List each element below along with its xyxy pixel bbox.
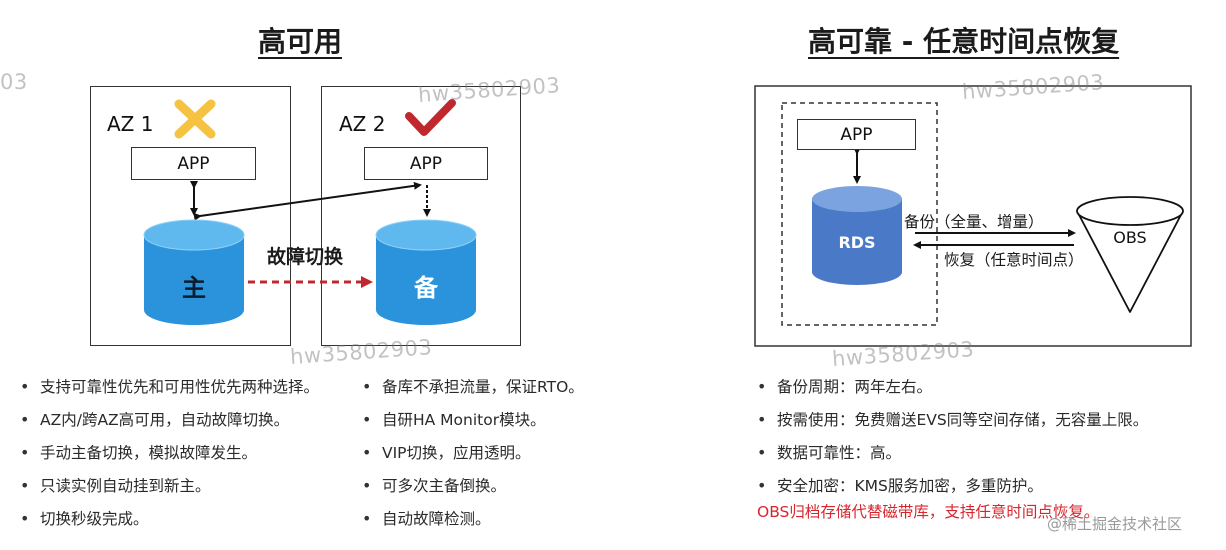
right-panel-title: 高可靠 - 任意时间点恢复 (808, 25, 1120, 58)
reliability-box (754, 85, 1192, 347)
obs-highlight-note: OBS归档存储代替磁带库，支持任意时间点恢复。 (757, 503, 1100, 521)
restore-label: 恢复（任意时间点） (944, 251, 1084, 269)
list-item: AZ内/跨AZ高可用，自动故障切换。 (18, 409, 319, 442)
rds-db-label: RDS (838, 233, 876, 252)
ha-features-list-2: 备库不承担流量，保证RTO。 自研HA Monitor模块。 VIP切换，应用透… (360, 376, 584, 541)
backup-label: 备份（全量、增量） (904, 213, 1044, 231)
obs-label: OBS (1113, 228, 1147, 247)
watermark-partial: 03 (0, 70, 28, 94)
list-item: 按需使用：免费赠送EVS同等空间存储，无容量上限。 (755, 409, 1148, 442)
ha-features-list-1: 支持可靠性优先和可用性优先两种选择。 AZ内/跨AZ高可用，自动故障切换。 手动… (18, 376, 319, 541)
left-panel-title: 高可用 (258, 25, 343, 58)
list-item: 可多次主备倒换。 (360, 475, 584, 508)
standby-db-cylinder (375, 219, 477, 325)
obs-cone (1076, 196, 1184, 313)
primary-db-label: 主 (182, 274, 206, 302)
list-item: VIP切换，应用透明。 (360, 442, 584, 475)
standby-db-label: 备 (414, 274, 438, 302)
list-item: 安全加密：KMS服务加密，多重防护。 (755, 475, 1148, 508)
az1-app-box: APP (131, 147, 256, 180)
check-icon (405, 99, 456, 136)
list-item: 手动主备切换，模拟故障发生。 (18, 442, 319, 475)
reliability-features-list: 备份周期：两年左右。 按需使用：免费赠送EVS同等空间存储，无容量上限。 数据可… (755, 376, 1148, 508)
list-item: 自研HA Monitor模块。 (360, 409, 584, 442)
list-item: 备份周期：两年左右。 (755, 376, 1148, 409)
az2-label: AZ 2 (339, 112, 386, 136)
list-item: 数据可靠性：高。 (755, 442, 1148, 475)
rds-app-box: APP (797, 119, 916, 150)
cross-az-link (193, 181, 422, 221)
list-item: 只读实例自动挂到新主。 (18, 475, 319, 508)
rds-db-cylinder (812, 186, 902, 285)
footer-credit: @稀土掘金技术社区 (1047, 515, 1183, 533)
failover-label: 故障切换 (267, 246, 344, 268)
rds-instance-dashed-box (781, 102, 938, 326)
primary-db-cylinder (143, 219, 245, 325)
cross-icon (174, 99, 216, 139)
az2-app-box: APP (364, 147, 488, 180)
list-item: 切换秒级完成。 (18, 508, 319, 541)
list-item: 支持可靠性优先和可用性优先两种选择。 (18, 376, 319, 409)
list-item: 自动故障检测。 (360, 508, 584, 541)
list-item: 备库不承担流量，保证RTO。 (360, 376, 584, 409)
az1-label: AZ 1 (107, 112, 154, 136)
